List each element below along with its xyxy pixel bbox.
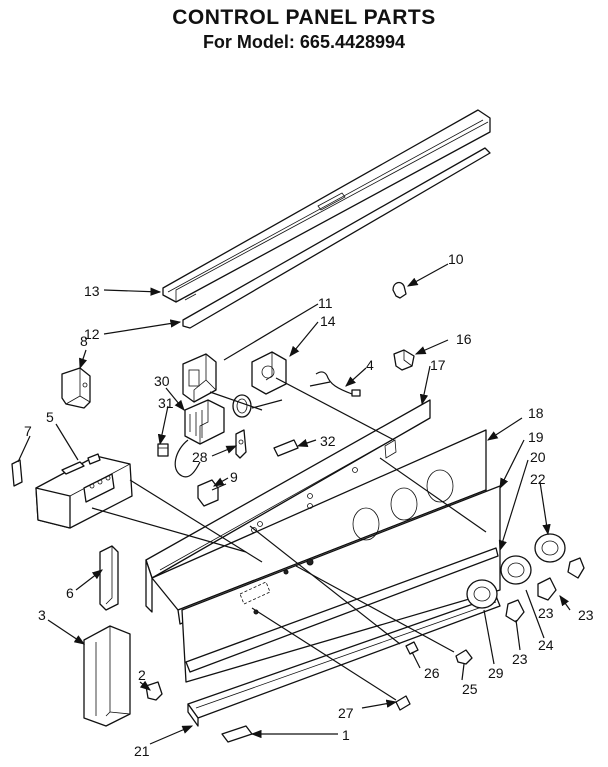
clip-2-part xyxy=(145,681,163,701)
bracket-6-part xyxy=(99,545,119,611)
clip-1-part xyxy=(221,725,253,743)
knob-22-part xyxy=(534,533,585,579)
bracket-28-part xyxy=(235,429,247,459)
callout-10: 10 xyxy=(448,251,464,267)
callout-8: 8 xyxy=(80,333,88,349)
callout-labels: 13 12 8 11 14 10 16 4 17 30 31 5 7 32 28… xyxy=(24,251,594,759)
callout-18: 18 xyxy=(528,405,544,421)
bottom-trim-21 xyxy=(187,595,501,727)
leader-lines xyxy=(17,263,571,745)
model-subtitle: For Model: 665.4428994 xyxy=(202,32,406,52)
switch-block-part xyxy=(182,353,217,403)
relay-part xyxy=(157,443,169,457)
callout-21: 21 xyxy=(134,743,150,759)
callout-11: 11 xyxy=(318,295,333,311)
callout-29: 29 xyxy=(488,665,504,681)
diagram-title: CONTROL PANEL PARTS xyxy=(172,6,436,29)
top-trim-strip xyxy=(182,147,491,329)
front-panel-19 xyxy=(181,469,501,683)
knob-29-part xyxy=(466,579,525,623)
small-hook-part xyxy=(392,281,407,299)
knob-24-part xyxy=(500,555,557,601)
callout-32: 32 xyxy=(320,433,336,449)
clock-module-part xyxy=(35,453,133,529)
callout-25: 25 xyxy=(462,681,478,697)
callout-2: 2 xyxy=(138,667,146,683)
callout-31: 31 xyxy=(158,395,174,411)
callout-3: 3 xyxy=(38,607,46,623)
side-cover-3-part xyxy=(83,625,131,727)
callout-14: 14 xyxy=(320,313,336,329)
switch-9-part xyxy=(197,479,227,507)
ring-part xyxy=(232,394,283,418)
callout-23-right: 23 xyxy=(578,607,594,623)
clock-bracket-part xyxy=(61,367,91,409)
screw-27-part xyxy=(395,695,411,711)
callout-4: 4 xyxy=(366,357,374,373)
callout-13: 13 xyxy=(84,283,100,299)
callout-9: 9 xyxy=(230,469,238,485)
callout-23-mid: 23 xyxy=(538,605,554,621)
callout-22: 22 xyxy=(530,471,546,487)
callout-5: 5 xyxy=(46,409,54,425)
callout-20: 20 xyxy=(530,449,546,465)
top-trim-rail xyxy=(162,109,491,303)
knob-25-part xyxy=(455,649,473,665)
callout-19: 19 xyxy=(528,429,544,445)
knob-26-part xyxy=(405,641,419,655)
callout-17: 17 xyxy=(430,357,446,373)
callout-27: 27 xyxy=(338,705,354,721)
transformer-part xyxy=(174,399,225,478)
tab-7-part xyxy=(11,459,23,487)
callout-1: 1 xyxy=(342,727,350,743)
callout-23-left: 23 xyxy=(512,651,528,667)
motor-block-part xyxy=(251,351,287,395)
callout-30: 30 xyxy=(154,373,170,389)
callout-12: 12 xyxy=(84,326,100,342)
callout-16: 16 xyxy=(456,331,472,347)
callout-7: 7 xyxy=(24,423,32,439)
label-32-part xyxy=(273,439,299,457)
callout-6: 6 xyxy=(66,585,74,601)
trim-strip-20 xyxy=(185,547,499,673)
callout-28: 28 xyxy=(192,449,208,465)
callout-26: 26 xyxy=(424,665,440,681)
clip-part xyxy=(393,349,415,371)
wire-lead-part xyxy=(309,371,361,397)
callout-24: 24 xyxy=(538,637,554,653)
